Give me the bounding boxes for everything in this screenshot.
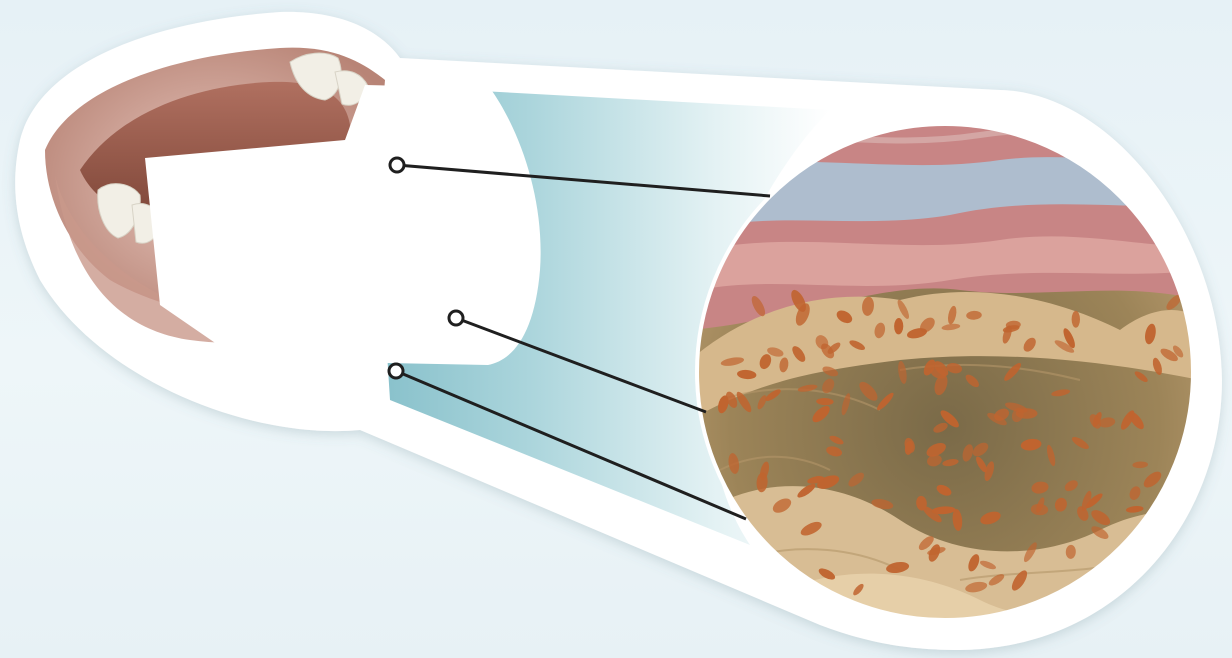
leader-point-upper [390, 158, 404, 172]
bacterium [1072, 311, 1080, 328]
leader-point-middle [449, 311, 463, 325]
leader-point-lower [389, 364, 403, 378]
